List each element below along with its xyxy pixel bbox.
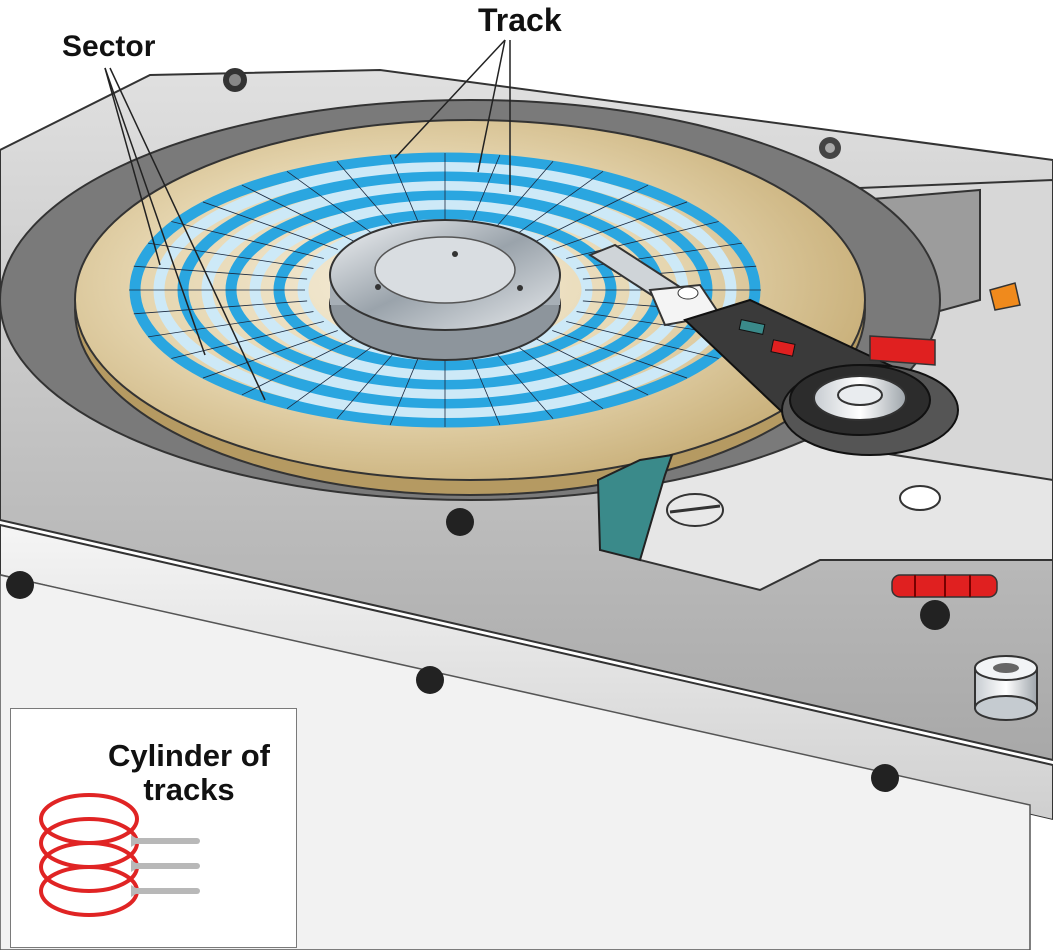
sector-line bbox=[389, 351, 422, 426]
screw-holes bbox=[6, 68, 950, 792]
cylinder-inset: Cylinder of tracks bbox=[10, 708, 297, 948]
track-callout-lines bbox=[394, 39, 511, 192]
teal-latch bbox=[596, 453, 674, 562]
inset-title-line2: tracks bbox=[143, 772, 235, 807]
sector-line bbox=[552, 201, 688, 250]
cylinder-rings-icon bbox=[39, 793, 200, 917]
sector-line bbox=[582, 265, 757, 280]
sector-line bbox=[133, 265, 308, 280]
red-indicator bbox=[869, 335, 936, 366]
sector-line bbox=[286, 171, 376, 236]
sector-line bbox=[566, 221, 719, 259]
sector-line bbox=[147, 311, 314, 338]
corner-standoff bbox=[974, 655, 1038, 721]
drive-side-rail bbox=[0, 523, 1053, 822]
sector-line bbox=[552, 330, 688, 379]
sector-line bbox=[534, 184, 649, 243]
sector-line bbox=[147, 242, 314, 269]
sector-line bbox=[468, 154, 501, 229]
sector-line bbox=[514, 344, 604, 409]
sector-line bbox=[468, 351, 501, 426]
sector-line bbox=[286, 344, 376, 409]
sector-line bbox=[241, 337, 356, 396]
orange-indicator bbox=[989, 282, 1021, 311]
sector-line bbox=[171, 321, 324, 359]
actuator-arm-icon bbox=[587, 243, 959, 456]
track-label: Track bbox=[478, 2, 562, 38]
sector-line bbox=[492, 161, 554, 232]
sector-line bbox=[566, 321, 719, 359]
inset-title: Cylinder of tracks bbox=[91, 739, 287, 807]
sector-line bbox=[534, 337, 649, 396]
red-connector bbox=[891, 574, 998, 598]
sector-line bbox=[202, 201, 338, 250]
sector-line bbox=[389, 154, 422, 229]
sector-callout-lines bbox=[104, 67, 266, 401]
sector-line bbox=[133, 300, 308, 315]
inset-title-line1: Cylinder of bbox=[108, 738, 270, 773]
sector-label: Sector bbox=[62, 30, 156, 63]
sector-line bbox=[202, 330, 338, 379]
sector-line bbox=[241, 184, 356, 243]
sector-line bbox=[171, 221, 324, 259]
sector-line bbox=[514, 171, 604, 236]
spindle-icon bbox=[329, 219, 561, 361]
sector-line bbox=[336, 348, 398, 419]
sector-line bbox=[336, 161, 398, 232]
sector-line bbox=[492, 348, 554, 419]
